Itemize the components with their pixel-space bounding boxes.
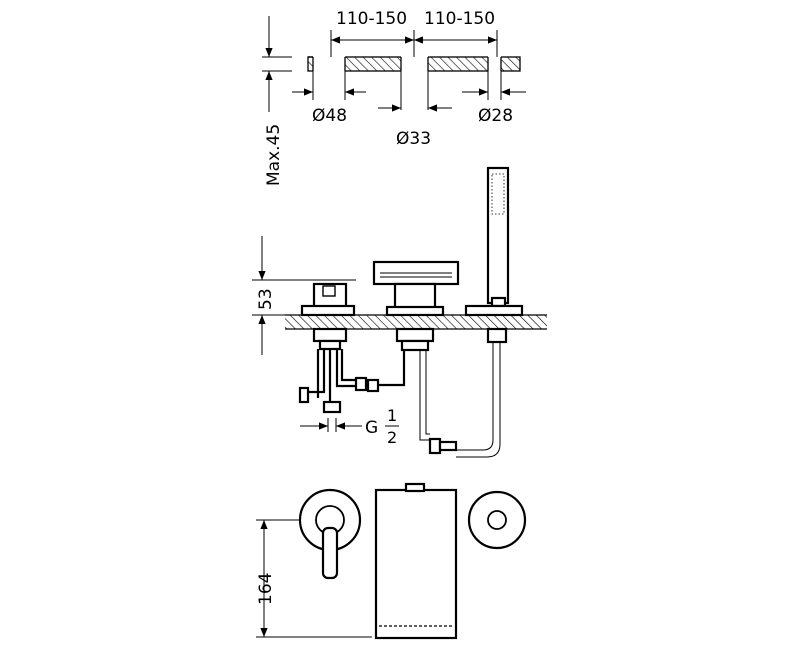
dia-right-label: Ø28 xyxy=(478,106,513,126)
height-dimension: 53 xyxy=(252,236,356,355)
thread-prefix-label: G xyxy=(365,418,378,438)
deck-section-side xyxy=(285,314,547,330)
front-view-spout-body xyxy=(374,482,458,640)
deck-section-top xyxy=(307,56,521,72)
mixer-handle xyxy=(372,260,460,317)
hand-shower xyxy=(464,166,524,317)
spacing-left-label: 110-150 xyxy=(336,9,407,29)
max-thickness-label: Max.45 xyxy=(264,124,284,186)
spacing-dimensions: 110-150 110-150 xyxy=(330,9,498,57)
thread-dimension: G 1 2 xyxy=(300,406,399,447)
diverter-knob xyxy=(300,282,356,317)
thread-numerator: 1 xyxy=(387,406,397,425)
front-view-hand-shower-base xyxy=(467,490,527,550)
front-height-label: 164 xyxy=(256,573,276,605)
max-thickness-dimension: Max.45 xyxy=(262,16,292,186)
dia-center-label: Ø33 xyxy=(396,129,431,149)
thread-denominator: 2 xyxy=(387,428,397,447)
front-view-diverter xyxy=(298,488,362,580)
below-deck-plumbing xyxy=(298,327,508,458)
dia-left-label: Ø48 xyxy=(312,106,347,126)
hole-diameter-dimensions: Ø48 Ø33 Ø28 xyxy=(292,71,526,149)
front-height-dimension: 164 xyxy=(256,519,372,638)
height-label: 53 xyxy=(256,288,276,310)
spacing-right-label: 110-150 xyxy=(424,9,495,29)
